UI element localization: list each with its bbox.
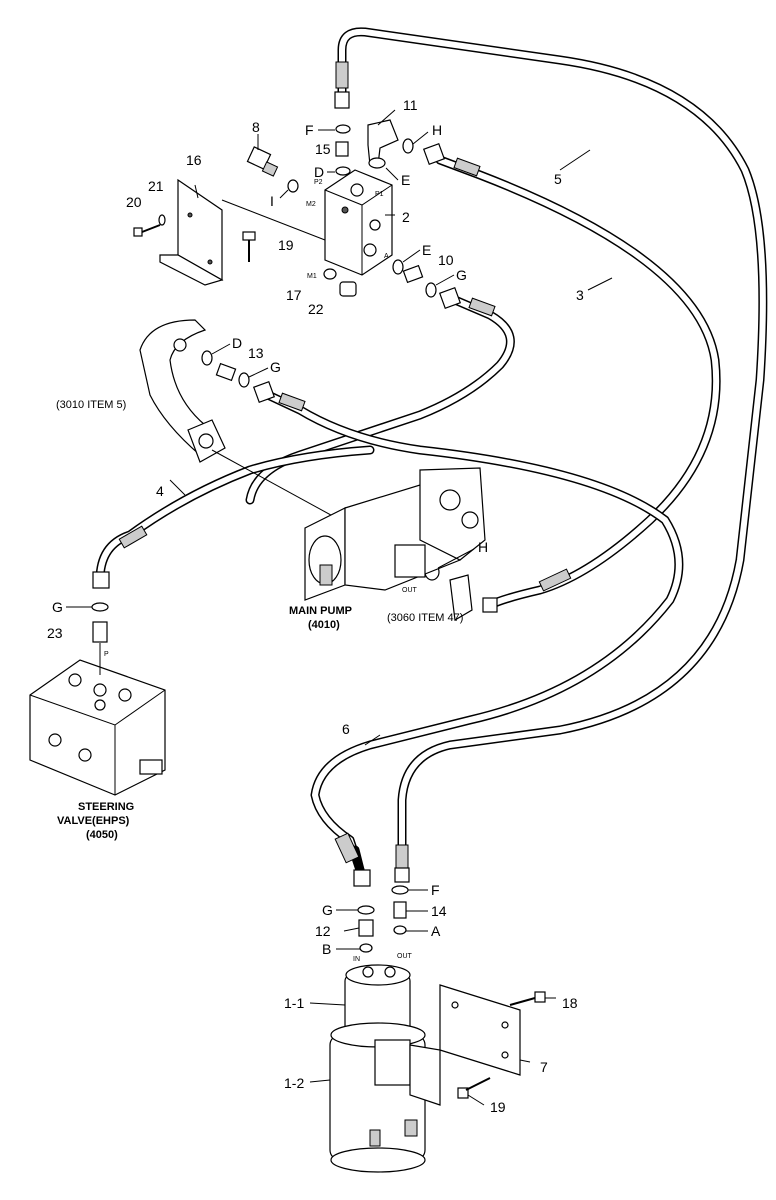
callout-3: 3: [576, 287, 584, 303]
letter-leaders: [66, 129, 475, 950]
suction-elbow: [139, 319, 341, 521]
callout-1-2: 1-2: [284, 1075, 304, 1091]
label-steering-code: (4050): [86, 829, 118, 841]
callout-16: 16: [186, 152, 202, 168]
port-m1: M1: [307, 273, 317, 280]
fitting-10: [402, 264, 424, 284]
fitting-23: [92, 621, 108, 643]
callout-17: 17: [286, 287, 302, 303]
hose-5: [337, 27, 768, 855]
port-p1: P1: [375, 191, 384, 198]
port-marks: P1 P2 M2 M1 A P OUT IN OUT: [104, 179, 418, 963]
letter-callouts: F H D E I E G D G G H F G B A: [52, 122, 488, 957]
callout-6: 6: [342, 721, 350, 737]
hose-4-branch: [95, 445, 375, 585]
hose-4: [263, 390, 684, 875]
hose-valve-to-pump: [245, 295, 515, 505]
port-a: A: [384, 253, 389, 260]
callout-14: 14: [431, 903, 447, 919]
callout-11: 11: [403, 97, 418, 113]
hose-end-fittings: [92, 91, 498, 887]
cap-22: [339, 281, 357, 297]
port-out-pump: OUT: [402, 587, 418, 594]
letter-e-mid: E: [422, 242, 431, 258]
callout-numbers: 11 8 16 21 20 15 5 2 19 10 3 17 22 13 4 …: [47, 97, 584, 1115]
callout-18: 18: [562, 995, 578, 1011]
steering-valve: [29, 643, 166, 796]
callout-leaders: [169, 109, 613, 1106]
bolt-18: [509, 991, 546, 1006]
main-pump: [304, 467, 486, 621]
elbow-11: [367, 119, 399, 166]
label-steering: STEERING: [78, 801, 134, 813]
callout-19-bottom: 19: [490, 1099, 506, 1115]
bracket-16: [159, 178, 326, 286]
callout-15: 15: [315, 141, 331, 157]
callout-2: 2: [402, 209, 410, 225]
label-3010-item-5: (3010 ITEM 5): [56, 399, 126, 411]
hose-3: [435, 155, 721, 610]
label-3060-item-47: (3060 ITEM 47): [387, 612, 463, 624]
port-p-steering: P: [104, 651, 109, 658]
sensor-8: [246, 134, 279, 177]
letter-d-top: D: [314, 164, 324, 180]
callout-8: 8: [252, 119, 260, 135]
label-valve-ehps: VALVE(EHPS): [57, 815, 130, 827]
bolt-19-top: [242, 231, 256, 262]
letter-f-bottom: F: [431, 882, 440, 898]
bracket-7: [409, 984, 521, 1106]
letter-i: I: [270, 193, 274, 209]
port-in-motor: IN: [353, 956, 360, 963]
washer-21: [158, 214, 166, 226]
letter-b: B: [322, 941, 331, 957]
callout-13: 13: [248, 345, 264, 361]
component-labels: (3010 ITEM 5) MAIN PUMP (4010) (3060 ITE…: [56, 399, 463, 841]
fitting-12: [358, 919, 374, 937]
letter-g-valve: G: [456, 267, 467, 283]
callout-7: 7: [540, 1059, 548, 1075]
letter-g-bottom: G: [322, 902, 333, 918]
letter-a-bottom: A: [431, 923, 441, 939]
letter-g-left: G: [52, 599, 63, 615]
callout-10: 10: [438, 252, 454, 268]
letter-f-top: F: [305, 122, 314, 138]
label-main-pump: MAIN PUMP: [289, 605, 352, 617]
fitting-14: [393, 901, 407, 919]
port-out-motor: OUT: [397, 953, 413, 960]
label-main-pump-code: (4010): [308, 619, 340, 631]
callout-12: 12: [315, 923, 331, 939]
letter-e-top: E: [401, 172, 410, 188]
callout-4: 4: [156, 483, 164, 499]
callout-22: 22: [308, 301, 324, 317]
port-p2: P2: [314, 179, 323, 186]
callout-20: 20: [126, 194, 142, 210]
callout-19-top: 19: [278, 237, 294, 253]
letter-d-mid: D: [232, 335, 242, 351]
port-m2: M2: [306, 201, 316, 208]
hose-crimps: [118, 61, 572, 872]
fitting-13: [215, 362, 237, 382]
o-rings: [91, 124, 440, 953]
bolt-19-bottom: [457, 1077, 491, 1099]
fitting-15: [335, 141, 349, 157]
valve-block: [324, 169, 393, 276]
letter-h-pump: H: [478, 539, 488, 555]
bolt-20: [133, 224, 161, 237]
callout-5: 5: [554, 171, 562, 187]
letter-h-top: H: [432, 122, 442, 138]
letter-g-mid: G: [270, 359, 281, 375]
callout-21: 21: [148, 178, 164, 194]
callout-1-1: 1-1: [284, 995, 304, 1011]
washer-17: [323, 268, 337, 280]
callout-23: 23: [47, 625, 63, 641]
